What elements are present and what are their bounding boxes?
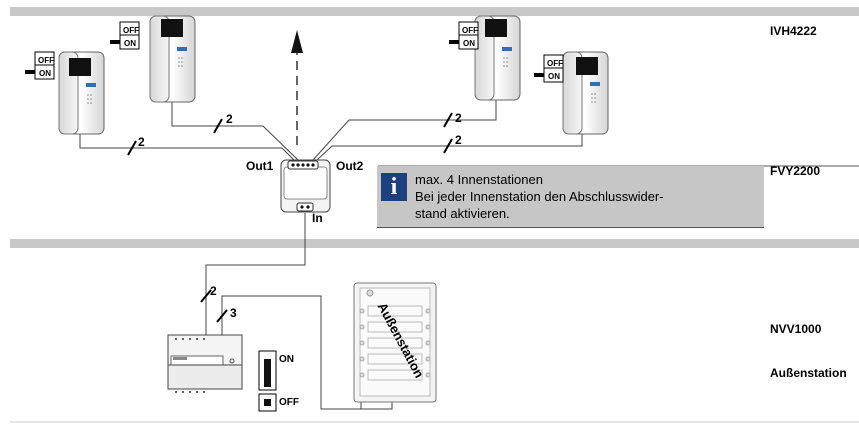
nvv-power-supply	[167, 334, 243, 393]
info-line-3: stand aktivieren.	[415, 206, 510, 221]
label-nvv1000: NVV1000	[770, 322, 822, 336]
info-box: i max. 4 Innenstationen Bei jeder Innens…	[377, 166, 764, 228]
wire-count-5: 2	[210, 284, 217, 298]
intercom-1	[58, 51, 105, 135]
label-out1: Out1	[246, 159, 274, 173]
door-station	[353, 282, 437, 403]
switch-4-off: OFF	[547, 59, 563, 68]
info-line-2: Bei jeder Innenstation den Abschlusswide…	[415, 189, 664, 204]
intercom-3	[474, 15, 521, 101]
nvv-switch-on: ON	[279, 354, 294, 365]
intercom-2	[149, 15, 196, 103]
wire-marks-bottom	[200, 289, 228, 323]
info-text: max. 4 Innenstationen Bei jeder Innensta…	[415, 171, 755, 222]
switch-2-off: OFF	[123, 26, 139, 35]
switch-4-on: ON	[548, 72, 560, 81]
wire-count-2: 2	[226, 112, 233, 126]
wire-count-6: 3	[230, 306, 237, 320]
wiring-top	[79, 99, 583, 161]
wire-count-4: 2	[455, 133, 462, 147]
switch-3-on: ON	[463, 39, 475, 48]
label-aussenstation: Außenstation	[770, 366, 847, 380]
label-out2: Out2	[336, 159, 364, 173]
fvy-distributor	[280, 159, 331, 213]
switch-3	[449, 21, 479, 50]
info-icon: i	[381, 173, 407, 201]
label-ivh4222: IVH4222	[770, 24, 817, 38]
nvv-switch-off: OFF	[279, 397, 299, 408]
switch-2	[110, 21, 140, 50]
extension-arrow	[291, 30, 303, 145]
top-divider	[10, 7, 859, 16]
switch-2-on: ON	[124, 39, 136, 48]
switch-4	[534, 54, 564, 83]
wire-marks-top	[127, 112, 453, 156]
switch-3-off: OFF	[462, 26, 478, 35]
nvv-switch	[258, 350, 277, 412]
intercom-4	[562, 51, 609, 135]
middle-divider	[10, 239, 859, 248]
wire-count-1: 2	[138, 135, 145, 149]
switch-1-on: ON	[39, 69, 51, 78]
switch-1	[25, 51, 55, 80]
info-line-1: max. 4 Innenstationen	[415, 172, 543, 187]
wire-count-3: 2	[455, 111, 462, 125]
label-in: In	[312, 211, 323, 225]
label-fvy2200: FVY2200	[770, 164, 821, 178]
wiring-bottom	[205, 213, 393, 410]
switch-1-off: OFF	[38, 56, 54, 65]
